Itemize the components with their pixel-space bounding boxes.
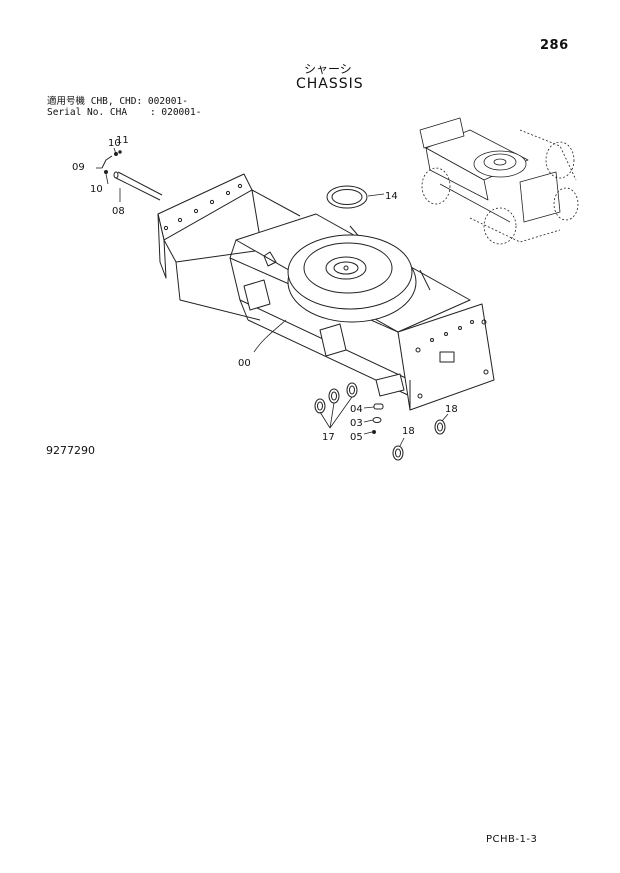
label-part-18a: 18 bbox=[402, 426, 415, 437]
title-japanese: シャーシ bbox=[304, 62, 352, 76]
label-part-08: 08 bbox=[112, 206, 125, 217]
leader-lines bbox=[96, 147, 449, 447]
label-part-10b: 10 bbox=[90, 184, 103, 195]
o-ring-14 bbox=[326, 185, 368, 209]
applicability-line-1: 適用号機 CHB, CHD: 002001- bbox=[47, 96, 188, 107]
serial-applicability: 適用号機 CHB, CHD: 002001- Serial No. CHA : … bbox=[47, 96, 201, 118]
label-part-04: 04 bbox=[350, 404, 363, 415]
label-part-00: 00 bbox=[238, 358, 251, 369]
label-part-09: 09 bbox=[72, 162, 85, 173]
label-part-10a: 10 bbox=[108, 138, 121, 149]
title-english: CHASSIS bbox=[296, 76, 364, 92]
label-part-03: 03 bbox=[350, 418, 363, 429]
pin-assembly bbox=[101, 150, 163, 201]
drawing-number: 9277290 bbox=[46, 444, 95, 457]
footer-code: PCHB-1-3 bbox=[486, 834, 538, 845]
label-part-18b: 18 bbox=[445, 404, 458, 415]
label-part-14: 14 bbox=[385, 191, 398, 202]
label-part-05: 05 bbox=[350, 432, 363, 443]
inset-machine-view bbox=[419, 117, 579, 245]
label-part-11: 11 bbox=[116, 135, 129, 146]
page-number: 286 bbox=[540, 38, 569, 53]
applicability-line-2: Serial No. CHA : 020001- bbox=[47, 107, 202, 118]
chassis-frame bbox=[157, 173, 495, 411]
swing-ring bbox=[287, 234, 417, 323]
label-part-17: 17 bbox=[322, 432, 335, 443]
